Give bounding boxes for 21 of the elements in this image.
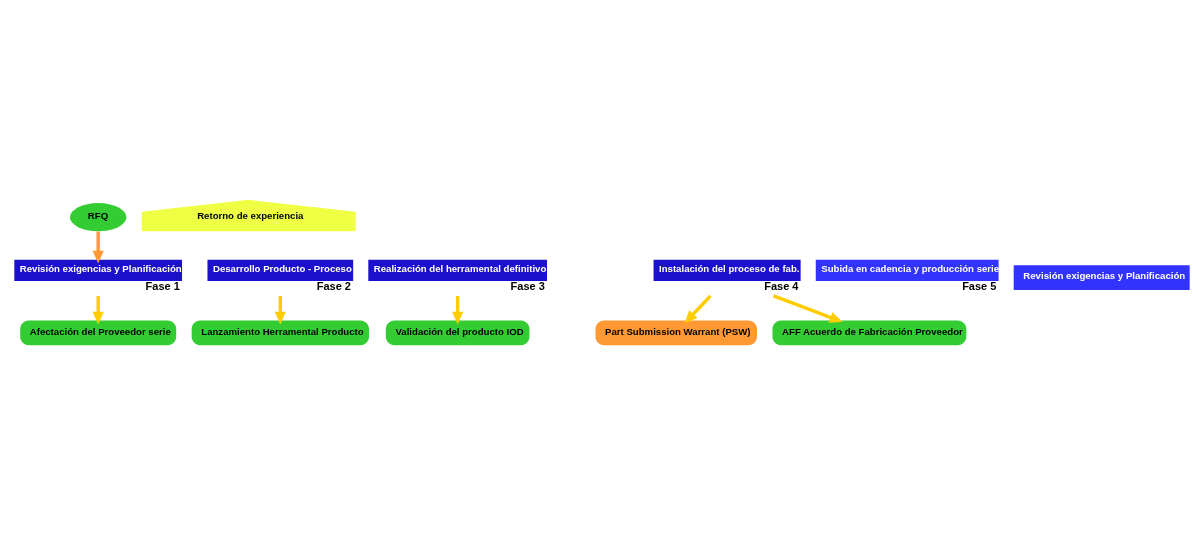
- node-label: Fase 4: [764, 280, 799, 293]
- arrow: [92, 231, 104, 264]
- node-label: Fase 5: [962, 280, 997, 293]
- node-box: Realización del herramental definitivo: [368, 259, 547, 281]
- node-label: Fase 3: [510, 280, 545, 293]
- arrow: [772, 294, 843, 323]
- node-box: AFF Acuerdo de Fabricación Proveedor: [772, 320, 967, 346]
- node-box: Validación del producto IOD: [385, 320, 530, 346]
- node-box: Desarrollo Producto - Proceso: [207, 259, 354, 281]
- node-box: Subida en cadencia y producción serie: [815, 259, 999, 281]
- arrow: [684, 294, 712, 324]
- node-box: Part Submission Warrant (PSW): [595, 320, 757, 346]
- arrow: [92, 295, 104, 325]
- node-label: Fase 1: [145, 280, 180, 293]
- node-box: Revisión exigencias y Planificación: [1013, 265, 1190, 290]
- node-box: Revisión exigencias y Planificación: [14, 259, 183, 281]
- node-box: Instalación del proceso de fab.: [653, 259, 801, 281]
- node-box: Lanzamiento Herramental Producto: [191, 320, 369, 346]
- node-ellipse: RFQ: [70, 203, 127, 232]
- node-label: Fase 2: [316, 280, 351, 293]
- node-box: Afectación del Proveedor serie: [20, 320, 177, 346]
